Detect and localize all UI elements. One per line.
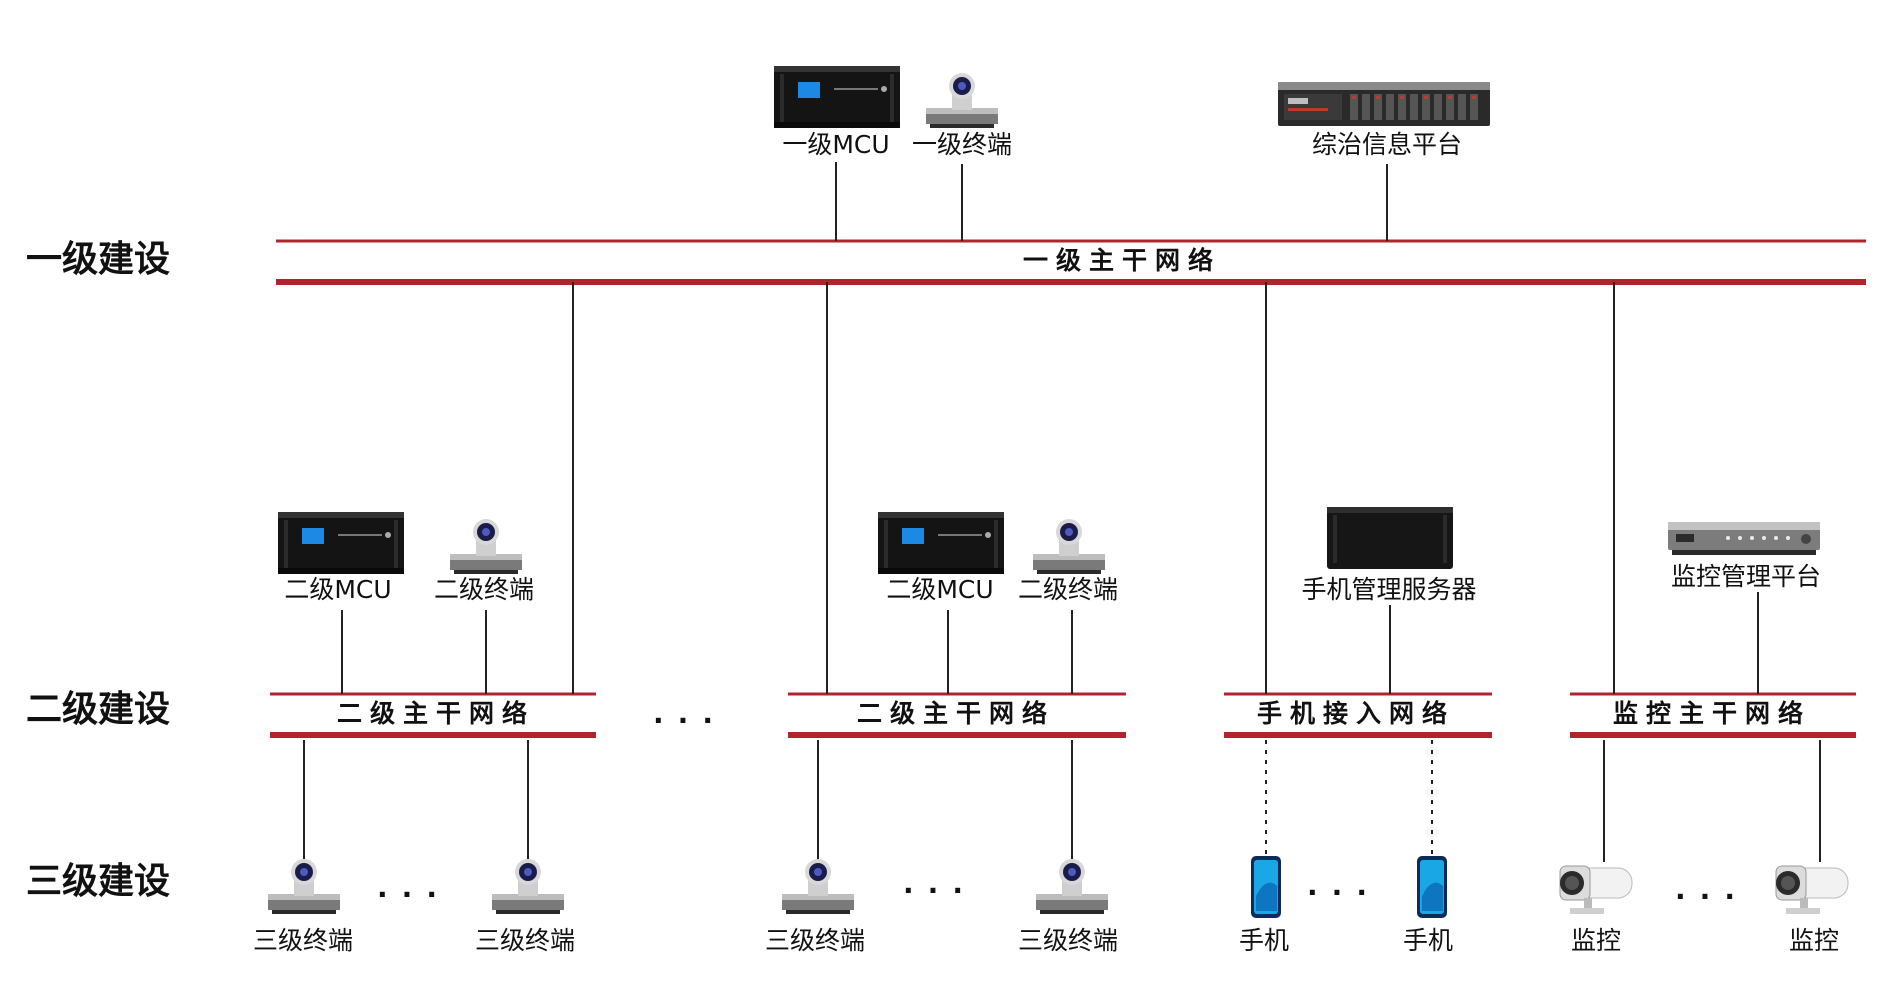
label-terminal-level1: 一级终端 xyxy=(911,130,1013,159)
mcu-level2-b-icon xyxy=(878,512,1004,574)
tier-label-level1: 一级建设 xyxy=(26,239,171,280)
bus-backbone2-a xyxy=(270,692,596,738)
terminal-level3-2-icon xyxy=(492,859,564,914)
label-terminal-level2-a: 二级终端 xyxy=(433,575,535,604)
wireless-links xyxy=(1265,740,1433,858)
bus-backbone2-b xyxy=(788,692,1126,738)
ellipsis-phones: ... xyxy=(1307,869,1381,902)
label-mcu-level2-b: 二级MCU xyxy=(886,575,994,604)
ellipsis-cameras: ... xyxy=(1675,873,1749,906)
terminal-level2-a-icon xyxy=(450,519,522,574)
label-terminal-level3-2: 三级终端 xyxy=(474,926,576,955)
phone-1-icon xyxy=(1251,856,1281,918)
camera-2-icon xyxy=(1775,865,1849,915)
label-monitor-platform: 监控管理平台 xyxy=(1670,562,1822,591)
terminal-level1-icon xyxy=(926,73,998,128)
bus-label-backbone2-b: 二级主干网络 xyxy=(856,699,1056,728)
label-terminal-level2-b: 二级终端 xyxy=(1017,575,1119,604)
terminal-level2-b-icon xyxy=(1033,519,1105,574)
terminal-level3-1-icon xyxy=(268,859,340,914)
mcu-level1-icon xyxy=(774,66,900,128)
label-terminal-level3-1: 三级终端 xyxy=(252,926,354,955)
tier-label-level2: 二级建设 xyxy=(26,689,171,730)
ellipsis-terminals-a: ... xyxy=(377,871,451,904)
ellipsis-terminals-b: ... xyxy=(903,867,977,900)
connection-lines xyxy=(303,162,1821,864)
platform-server-icon xyxy=(1278,82,1490,126)
label-phone-1: 手机 xyxy=(1238,926,1290,955)
terminal-level3-4-icon xyxy=(1036,859,1108,914)
bus-backbone-level1 xyxy=(276,239,1866,285)
label-mcu-level1: 一级MCU xyxy=(782,130,890,159)
label-platform: 综治信息平台 xyxy=(1311,130,1463,159)
bus-mobile xyxy=(1224,692,1492,738)
phone-server-icon xyxy=(1327,507,1453,569)
ellipsis-level2: ... xyxy=(653,697,727,730)
label-phone-server: 手机管理服务器 xyxy=(1301,575,1477,604)
bus-label-mobile: 手机接入网络 xyxy=(1256,699,1456,728)
label-phone-2: 手机 xyxy=(1402,926,1454,955)
mcu-level2-a-icon xyxy=(278,512,404,574)
camera-1-icon xyxy=(1559,865,1633,915)
label-terminal-level3-3: 三级终端 xyxy=(764,926,866,955)
label-camera-1: 监控 xyxy=(1570,926,1622,955)
label-mcu-level2-a: 二级MCU xyxy=(284,575,392,604)
bus-label-backbone1: 一级主干网络 xyxy=(1022,246,1222,275)
monitor-platform-icon xyxy=(1668,522,1820,555)
phone-2-icon xyxy=(1417,856,1447,918)
bus-label-monitor: 监控主干网络 xyxy=(1612,699,1812,728)
bus-label-backbone2-a: 二级主干网络 xyxy=(336,699,536,728)
label-terminal-level3-4: 三级终端 xyxy=(1017,926,1119,955)
bus-monitor xyxy=(1570,692,1856,738)
terminal-level3-3-icon xyxy=(782,859,854,914)
tier-label-level3: 三级建设 xyxy=(26,861,171,902)
label-camera-2: 监控 xyxy=(1788,926,1840,955)
